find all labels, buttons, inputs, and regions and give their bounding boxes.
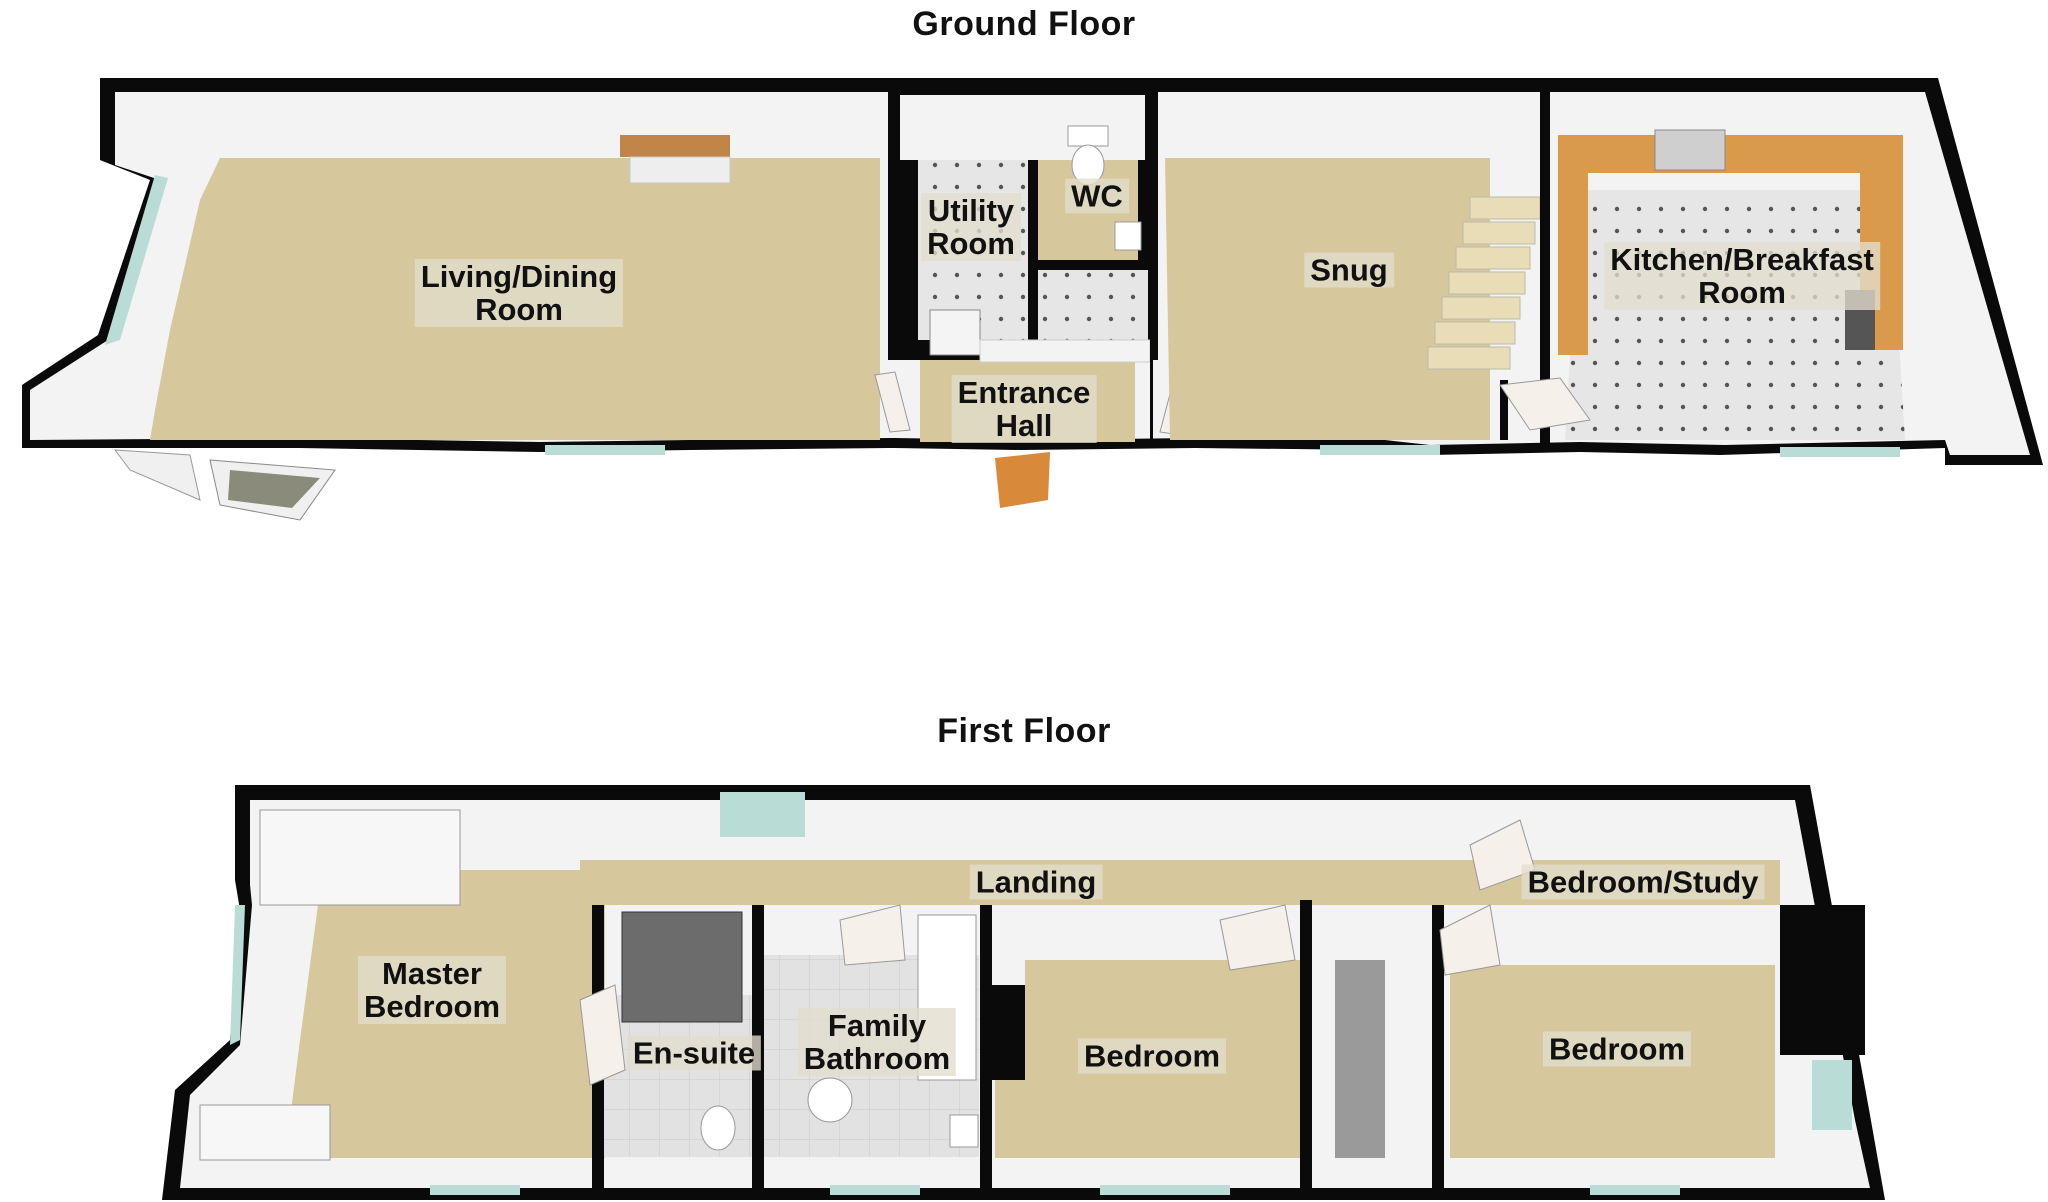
left-window: [105, 175, 168, 345]
room-label-family-bathroom: Family Bathroom: [797, 1008, 957, 1076]
window: [545, 445, 665, 455]
right-window: [1812, 1060, 1852, 1130]
fireplace: [620, 135, 730, 157]
room-label-en-suite: En-suite: [626, 1035, 762, 1071]
kitchen-worktop: [1558, 129, 1903, 355]
ground-floor-plan: [22, 78, 2043, 521]
window: [1780, 447, 1900, 457]
room-label-bedroom: Bedroom: [1077, 1038, 1227, 1074]
landing-window: [720, 792, 805, 837]
door: [839, 904, 906, 966]
wall: [1432, 905, 1444, 1195]
window: [1590, 1185, 1680, 1195]
front-door-icon: [995, 452, 1050, 508]
door: [1219, 904, 1296, 971]
ensuite-toilet-icon: [700, 1105, 736, 1151]
window: [830, 1185, 920, 1195]
room-label-wc: WC: [1065, 178, 1129, 214]
room-label-bedroom-right: Bedroom: [1542, 1031, 1692, 1067]
wall: [980, 905, 992, 1195]
shower-enclosure-icon: [621, 911, 743, 1023]
master-bedroom-wardrobe: [199, 1104, 331, 1161]
snug-room-floor: [1165, 158, 1490, 440]
wc-lobby-floor: [1038, 270, 1148, 340]
wall: [1300, 900, 1312, 1195]
first-floor-title: First Floor: [937, 712, 1111, 750]
door: [874, 371, 911, 433]
wc-toilet-icon: [1067, 125, 1109, 186]
window: [430, 1185, 520, 1195]
bathroom-basin-icon: [949, 1114, 979, 1148]
french-door-left: [113, 449, 336, 521]
room-label-master-bedroom: Master Bedroom: [357, 956, 507, 1024]
door: [1439, 904, 1501, 976]
door: [1499, 377, 1591, 431]
right-wall-block: [1780, 905, 1865, 1055]
room-label-bedroom-study: Bedroom/Study: [1521, 864, 1765, 900]
kitchen-dividing-wall: [1540, 92, 1550, 447]
window: [1100, 1185, 1230, 1195]
corridor-floor: [1335, 960, 1385, 1158]
window: [1320, 445, 1440, 455]
ground-floor-title: Ground Floor: [912, 5, 1136, 43]
window: [1500, 380, 1508, 440]
room-label-living-dining: Living/Dining Room: [414, 259, 624, 327]
room-label-utility: Utility Room: [921, 193, 1021, 261]
left-window: [230, 905, 245, 1045]
room-label-landing: Landing: [969, 864, 1103, 900]
master-bedroom-wardrobe: [259, 809, 461, 906]
room-label-snug: Snug: [1304, 252, 1394, 288]
room-label-kitchen-breakfast: Kitchen/Breakfast Room: [1604, 242, 1880, 310]
room-label-entrance-hall: Entrance Hall: [951, 375, 1097, 443]
staircase-icon: [1427, 196, 1541, 370]
wc-basin-icon: [1114, 221, 1142, 251]
chimney-breast: [990, 985, 1025, 1080]
door: [579, 984, 626, 1086]
utility-appliance-icon: [929, 309, 981, 356]
bathroom-toilet-icon: [807, 1077, 853, 1123]
